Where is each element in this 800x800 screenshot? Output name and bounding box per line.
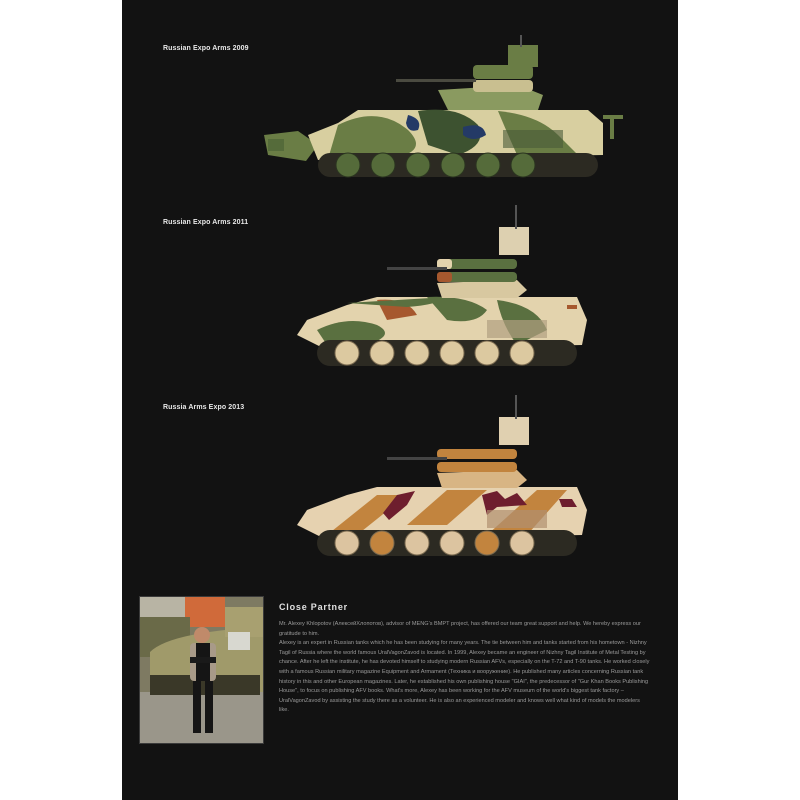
partner-paragraph-bio: Alexey is an expert in Russian tanks whi…: [279, 640, 650, 714]
partner-photo: [139, 596, 264, 744]
caption-2011: Russian Expo Arms 2011: [163, 219, 249, 226]
bmpt-2009-illustration: [264, 35, 623, 178]
caption-2009: Russian Expo Arms 2009: [163, 45, 249, 52]
document-page: Russian Expo Arms 2009 Russian Expo Arms…: [122, 0, 678, 800]
partner-bio: Mr. Alexey Khlopotov (АлексейХлопотов), …: [279, 620, 651, 716]
caption-2013: Russia Arms Expo 2013: [163, 404, 245, 411]
bmpt-2013-illustration: [297, 395, 587, 556]
person-with-tank-photo: [140, 597, 263, 743]
bmpt-2011-illustration: [297, 205, 587, 366]
partner-paragraph-intro: Mr. Alexey Khlopotov (АлексейХлопотов), …: [279, 621, 641, 637]
partner-heading: Close Partner: [279, 602, 348, 612]
